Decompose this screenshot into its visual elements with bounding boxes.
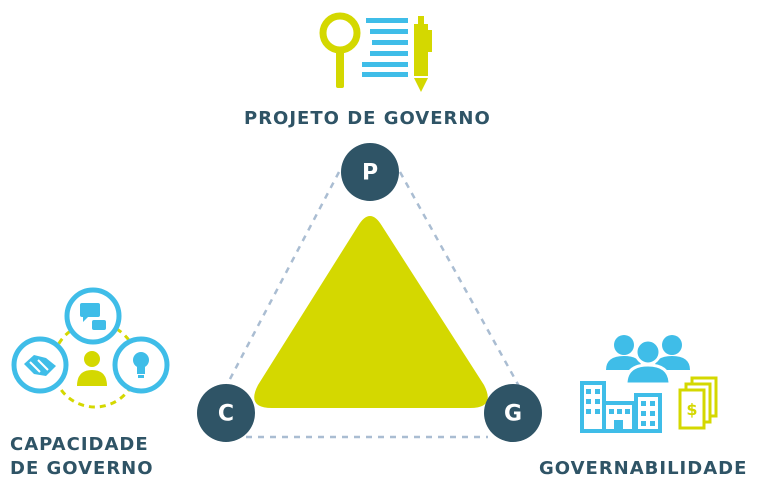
document-lines-icon [362, 18, 408, 77]
handshake-icon [11, 336, 69, 394]
label-capacidade-line2: DE GOVERNO [10, 458, 154, 479]
node-g-letter: G [504, 402, 522, 427]
node-p-letter: P [362, 161, 378, 186]
node-c: C [197, 384, 255, 442]
lightbulb-icon [112, 336, 170, 394]
label-projeto-de-governo: PROJETO DE GOVERNO [244, 108, 491, 129]
pen-icon [414, 16, 432, 92]
chat-icon [64, 287, 122, 345]
people-group-icon [606, 335, 690, 386]
label-capacidade-line1: CAPACIDADE [10, 434, 149, 455]
dashed-triangle-outline [218, 171, 522, 439]
person-icon [77, 351, 107, 386]
governability-icon-cluster: $ [580, 335, 718, 433]
node-c-letter: C [218, 402, 234, 427]
node-g: G [484, 384, 542, 442]
money-icon: $ [678, 376, 718, 430]
node-p: P [341, 143, 399, 201]
label-governabilidade: GOVERNABILIDADE [539, 458, 748, 479]
central-triangle [254, 216, 488, 408]
buildings-icon [580, 381, 662, 433]
capacity-icon-cluster [11, 287, 170, 409]
magnifier-icon [319, 12, 361, 88]
svg-text:$: $ [686, 400, 697, 419]
